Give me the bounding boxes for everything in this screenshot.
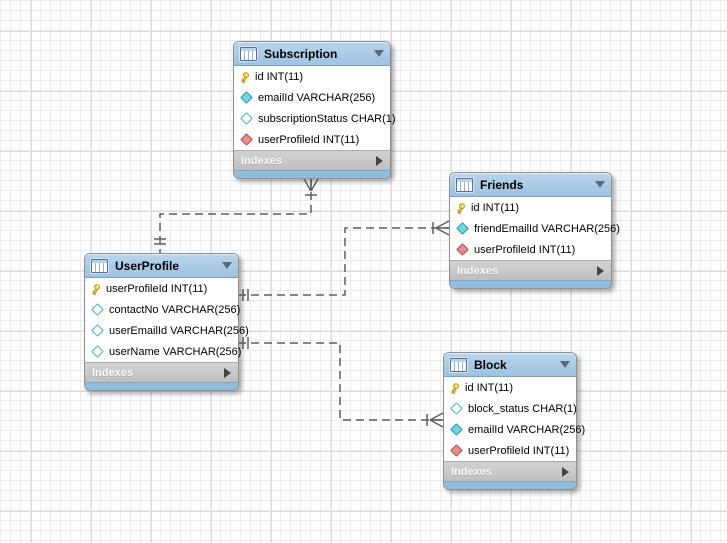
column-label: userProfileId INT(11) (468, 444, 570, 457)
collapse-arrow-icon[interactable] (560, 361, 570, 368)
column-row[interactable]: userProfileId INT(11) (450, 239, 611, 260)
column-label: id INT(11) (465, 381, 514, 394)
column-row[interactable]: contactNo VARCHAR(256) (85, 299, 241, 320)
relationship-userprofile-subscription[interactable] (154, 178, 319, 253)
column-label: subscriptionStatus CHAR(1) (258, 112, 396, 125)
relationship-line[interactable] (238, 227, 449, 296)
column-row[interactable]: userProfileId INT(11) (234, 129, 390, 150)
indexes-label: Indexes (241, 154, 282, 167)
column-nullable-icon (91, 324, 104, 337)
table-bottom-strip (450, 280, 611, 288)
indexes-label: Indexes (457, 264, 498, 277)
indexes-footer[interactable]: Indexes (444, 461, 576, 481)
crows-foot-many-marker (303, 178, 319, 192)
column-nullable-icon (91, 303, 104, 316)
table-header[interactable]: Block (444, 353, 576, 377)
primary-key-icon (90, 283, 102, 295)
one-cardinality-marker (154, 238, 166, 245)
relationship-line[interactable] (159, 179, 312, 253)
relationship-userprofile-block[interactable] (238, 337, 444, 428)
primary-key-icon (449, 382, 461, 394)
column-row[interactable]: subscriptionStatus CHAR(1) (234, 108, 396, 129)
table-icon (450, 357, 467, 372)
expand-arrow-icon[interactable] (597, 265, 604, 276)
one-cardinality-marker (242, 337, 249, 349)
column-list: id INT(11) friendEmailId VARCHAR(256) us… (450, 197, 620, 260)
table-bottom-strip (444, 481, 576, 489)
table-block[interactable]: Block id INT(11) block_status CHAR(1) em… (443, 352, 585, 490)
collapse-arrow-icon[interactable] (222, 262, 232, 269)
one-cardinality-marker (242, 289, 249, 301)
relationship-line[interactable] (238, 342, 443, 421)
column-row[interactable]: userName VARCHAR(256) (85, 341, 242, 362)
column-label: userProfileId INT(11) (258, 133, 360, 146)
crows-foot-many-marker (435, 220, 450, 236)
column-notnull-icon (450, 423, 463, 436)
table-icon (91, 258, 108, 273)
indexes-footer[interactable]: Indexes (234, 150, 390, 170)
column-list: id INT(11) emailId VARCHAR(256) subscrip… (234, 66, 396, 150)
column-row[interactable]: id INT(11) (234, 66, 390, 87)
column-row[interactable]: emailId VARCHAR(256) (234, 87, 390, 108)
column-label: userEmailId VARCHAR(256) (109, 324, 249, 337)
column-row[interactable]: id INT(11) (450, 197, 611, 218)
indexes-label: Indexes (92, 366, 133, 379)
column-notnull-icon (240, 91, 253, 104)
expand-arrow-icon[interactable] (562, 466, 569, 477)
column-row[interactable]: block_status CHAR(1) (444, 398, 577, 419)
column-row[interactable]: userEmailId VARCHAR(256) (85, 320, 249, 341)
column-row[interactable]: userProfileId INT(11) (444, 440, 576, 461)
column-list: id INT(11) block_status CHAR(1) emailId … (444, 377, 585, 461)
foreign-key-icon (450, 444, 463, 457)
column-label: userProfileId INT(11) (474, 243, 576, 256)
foreign-key-icon (456, 243, 469, 256)
expand-arrow-icon[interactable] (224, 367, 231, 378)
column-row[interactable]: friendEmailId VARCHAR(256) (450, 218, 620, 239)
table-header[interactable]: UserProfile (85, 254, 238, 278)
column-nullable-icon (240, 112, 253, 125)
table-bottom-strip (234, 170, 390, 178)
table-icon (240, 46, 257, 61)
table-title: Block (474, 357, 507, 372)
table-title: Subscription (264, 46, 338, 61)
indexes-label: Indexes (451, 465, 492, 478)
column-row[interactable]: id INT(11) (444, 377, 576, 398)
column-list: userProfileId INT(11) contactNo VARCHAR(… (85, 278, 249, 362)
column-label: id INT(11) (471, 201, 520, 214)
primary-key-icon (455, 202, 467, 214)
column-label: emailId VARCHAR(256) (468, 423, 586, 436)
indexes-footer[interactable]: Indexes (450, 260, 611, 280)
column-label: friendEmailId VARCHAR(256) (474, 222, 620, 235)
table-header[interactable]: Subscription (234, 42, 390, 66)
column-label: contactNo VARCHAR(256) (109, 303, 241, 316)
column-row[interactable]: emailId VARCHAR(256) (444, 419, 585, 440)
indexes-footer[interactable]: Indexes (85, 362, 238, 382)
column-label: userName VARCHAR(256) (109, 345, 242, 358)
relationship-userprofile-friends[interactable] (238, 220, 450, 301)
expand-arrow-icon[interactable] (376, 155, 383, 166)
column-label: userProfileId INT(11) (106, 282, 208, 295)
table-header[interactable]: Friends (450, 173, 611, 197)
column-label: block_status CHAR(1) (468, 402, 577, 415)
column-row[interactable]: userProfileId INT(11) (85, 278, 238, 299)
foreign-key-icon (240, 133, 253, 146)
crows-foot-many-marker (429, 412, 444, 428)
table-title: UserProfile (115, 258, 180, 273)
table-friends[interactable]: Friends id INT(11) friendEmailId VARCHAR… (449, 172, 620, 289)
table-title: Friends (480, 177, 524, 192)
collapse-arrow-icon[interactable] (595, 181, 605, 188)
column-label: emailId VARCHAR(256) (258, 91, 376, 104)
collapse-arrow-icon[interactable] (374, 50, 384, 57)
column-nullable-icon (450, 402, 463, 415)
table-userprofile[interactable]: UserProfile userProfileId INT(11) contac… (84, 253, 249, 391)
primary-key-icon (239, 71, 251, 83)
column-notnull-icon (456, 222, 469, 235)
table-icon (456, 177, 473, 192)
table-subscription[interactable]: Subscription id INT(11) emailId VARCHAR(… (233, 41, 396, 179)
column-label: id INT(11) (255, 70, 304, 83)
table-bottom-strip (85, 382, 238, 390)
column-nullable-icon (91, 345, 104, 358)
